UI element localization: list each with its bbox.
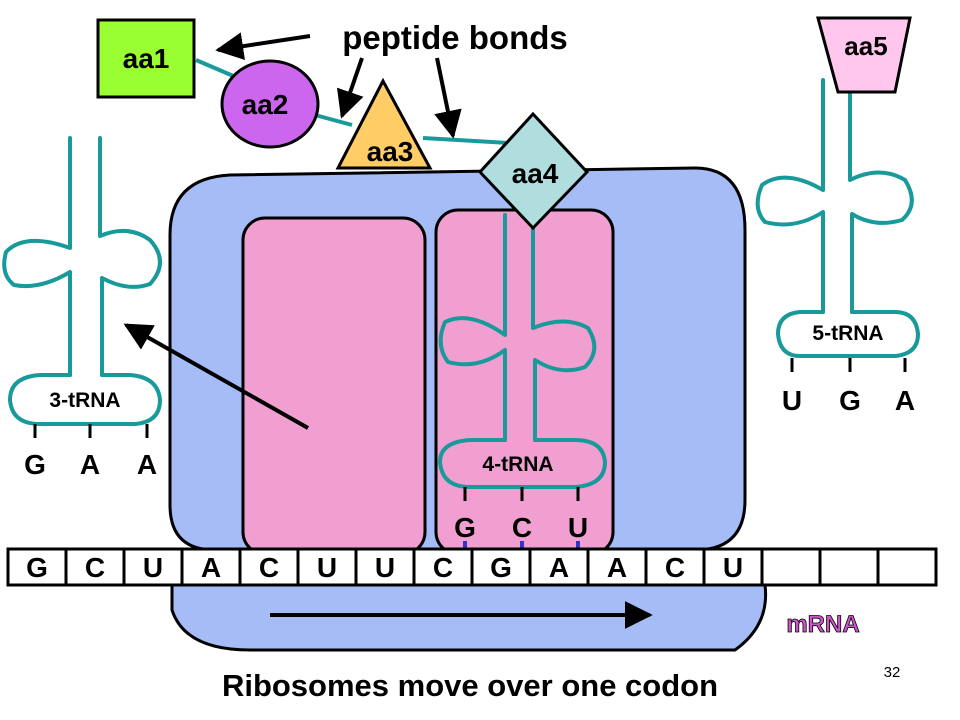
mrna-base-6: U <box>317 552 337 583</box>
mrna-base-10: A <box>549 552 569 583</box>
trna-3-base-1: G <box>24 449 46 480</box>
mrna-base-1: G <box>26 552 48 583</box>
aa3-label: aa3 <box>367 136 414 167</box>
trna-5-base-3: A <box>895 385 915 416</box>
aa1-label: aa1 <box>123 43 170 74</box>
mrna-base-2: C <box>85 552 105 583</box>
trna-5 <box>755 78 920 358</box>
aa4-label: aa4 <box>512 158 559 189</box>
aa2-circle <box>220 59 320 149</box>
aa1-box <box>96 18 196 99</box>
a-site <box>434 208 615 556</box>
mrna-base-12: C <box>665 552 685 583</box>
trna-4-anticodon-ticks <box>463 487 580 501</box>
trna-3-label: 3-tRNA <box>49 389 120 412</box>
trna-3 <box>2 136 162 426</box>
mrna-base-4: A <box>201 552 221 583</box>
trna-3-base-3: A <box>137 449 157 480</box>
aa4-diamond <box>477 111 590 231</box>
ribosome-small-subunit <box>170 583 768 652</box>
trna-4-base-1: G <box>454 512 476 543</box>
mrna-base-8: C <box>433 552 453 583</box>
trna-4-label: 4-tRNA <box>482 453 553 476</box>
mrna-base-3: U <box>143 552 163 583</box>
trna-3-base-2: A <box>80 449 100 480</box>
translocation-arrow <box>123 323 309 430</box>
trna-5-anticodon-ticks <box>790 358 907 372</box>
peptide-links <box>195 58 511 145</box>
peptide-bond-arrows <box>215 32 462 139</box>
mrna-label: mRNA <box>786 611 859 638</box>
mrna-base-9: G <box>490 552 512 583</box>
trna-5-base-2: G <box>839 385 861 416</box>
page-number: 32 <box>883 664 901 681</box>
mrna-base-5: C <box>259 552 279 583</box>
mrna-base-13: U <box>723 552 743 583</box>
aa5-label: aa5 <box>844 31 887 61</box>
trna-5-label: 5-tRNA <box>812 322 883 345</box>
p-site <box>241 216 427 556</box>
trna-5-base-1: U <box>782 385 802 416</box>
trna-4-base-3: U <box>568 512 588 543</box>
aa2-label: aa2 <box>242 89 289 120</box>
peptide-bonds-label: peptide bonds <box>342 19 568 56</box>
mrna-base-7: U <box>375 552 395 583</box>
caption: Ribosomes move over one codon <box>221 668 719 703</box>
aa3-triangle <box>335 77 433 170</box>
trna-4-base-2: C <box>512 512 532 543</box>
mrna-base-11: A <box>607 552 627 583</box>
trna-3-anticodon-ticks <box>33 424 149 438</box>
aa5-trapezoid <box>816 16 912 94</box>
